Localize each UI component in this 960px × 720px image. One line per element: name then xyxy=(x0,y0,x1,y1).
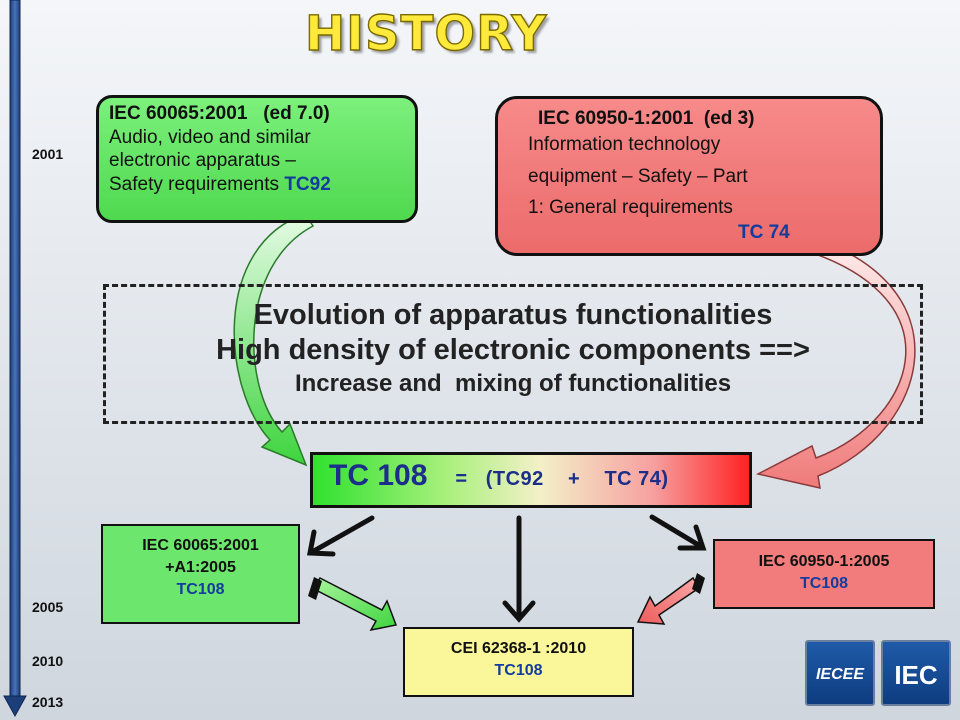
year-label: 2001 xyxy=(32,146,64,162)
iec-logo: IEC xyxy=(881,640,951,706)
standard-line: equipment – Safety – Part xyxy=(528,166,748,187)
tc108-box: TC 108 = (TC92 + TC 74) xyxy=(310,452,752,508)
year-label: 2013 xyxy=(32,694,64,710)
standard-line: Audio, video and similar xyxy=(109,126,311,148)
tc-label: TC108 xyxy=(176,581,225,598)
black-arrow-right xyxy=(649,514,707,551)
tc108-formula: = (TC92 + TC 74) xyxy=(455,468,669,490)
standard-heading: IEC 60065:2001 (ed 7.0) xyxy=(109,103,330,124)
standard-heading: IEC 60950-1:2001 (ed 3) xyxy=(538,108,755,129)
timeline-bar xyxy=(3,0,27,718)
tc-label: TC92 xyxy=(284,173,331,195)
tc-label: TC108 xyxy=(799,575,849,592)
tc-label: TC 74 xyxy=(738,222,790,243)
year-label: 2010 xyxy=(32,653,64,669)
standard-line: Safety requirements TC92 xyxy=(109,173,409,197)
black-arrow-left xyxy=(307,515,375,557)
red-curve-arrow xyxy=(755,233,916,489)
evolution-box: Evolution of apparatus functionalities H… xyxy=(103,284,923,424)
standard-line: Information technology xyxy=(528,134,721,155)
green-curve-arrow xyxy=(233,213,315,467)
black-arrow-down xyxy=(502,515,536,623)
result-line: CEI 62368-1 :2010 xyxy=(450,640,587,657)
cei62368-box: CEI 62368-1 :2010 TC108 xyxy=(403,627,634,697)
iec60950-2005-box: IEC 60950-1:2005 TC108 xyxy=(713,539,935,609)
iec60950-2001-box: IEC 60950-1:2001 (ed 3) Information tech… xyxy=(495,96,883,256)
iec60065-2001-box: IEC 60065:2001 (ed 7.0) Audio, video and… xyxy=(96,95,418,223)
iecee-logo: IECEE xyxy=(805,640,875,706)
year-label: 2005 xyxy=(32,599,64,615)
result-line: IEC 60950-1:2005 xyxy=(758,553,890,570)
result-line: +A1:2005 xyxy=(165,559,236,576)
red-block-arrow xyxy=(636,573,705,625)
evolution-line: Increase and mixing of functionalities xyxy=(294,370,732,397)
evolution-line: Evolution of apparatus functionalities xyxy=(253,299,773,331)
tc-label: TC108 xyxy=(494,662,543,679)
green-block-arrow xyxy=(308,576,398,632)
standard-line: electronic apparatus – xyxy=(109,150,296,171)
tc108-title: TC 108 xyxy=(329,459,428,492)
result-line: IEC 60065:2001 xyxy=(142,537,259,554)
evolution-line: High density of electronic components ==… xyxy=(216,334,810,366)
standard-line-text: Safety requirements xyxy=(109,173,285,195)
page-title: HISTORY xyxy=(304,5,548,62)
standard-line: 1: General requirements xyxy=(528,197,733,218)
iec60065-a1-box: IEC 60065:2001 +A1:2005 TC108 xyxy=(101,524,300,624)
